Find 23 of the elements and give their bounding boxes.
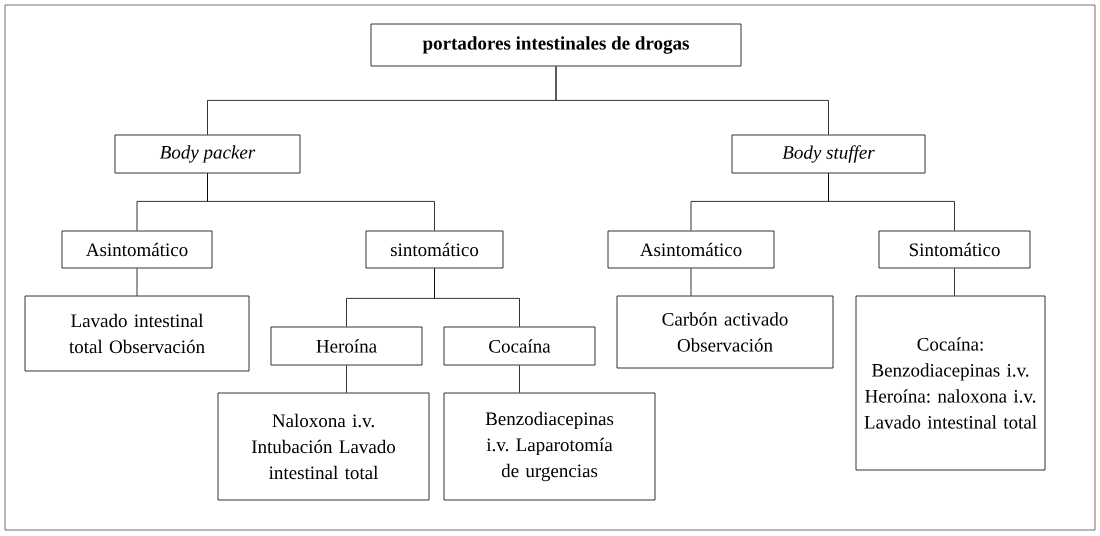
connector bbox=[555, 66, 829, 135]
connector bbox=[828, 173, 955, 231]
connector bbox=[346, 365, 347, 393]
text-box: Sintomático bbox=[878, 230, 1031, 269]
text-box: sintomático bbox=[365, 230, 504, 269]
connector bbox=[136, 268, 138, 296]
text-box: Heroína bbox=[270, 326, 423, 366]
text-box: Asintomático bbox=[607, 230, 775, 269]
connector bbox=[434, 268, 520, 327]
text-box: Body stuffer bbox=[731, 134, 926, 174]
text-box: Cocaína: Benzodiacepinas i.v. Heroína: naloxona i.v. Lavado intestinal total bbox=[855, 295, 1046, 471]
connector bbox=[954, 268, 955, 296]
connector bbox=[207, 173, 435, 231]
text-box: Naloxona i.v. Intubación Lavado intestinal total bbox=[217, 392, 430, 501]
text-box: Cocaína bbox=[443, 326, 596, 366]
text-box: Carbón activado Observación bbox=[616, 295, 834, 369]
connector bbox=[519, 365, 520, 393]
text-box: Asintomático bbox=[61, 230, 213, 269]
text-box: portadores intestinales de drogas bbox=[370, 23, 742, 67]
connector bbox=[690, 268, 692, 296]
text-box: Lavado intestinal total Observación bbox=[24, 295, 250, 372]
text-box: Benzodiacepinas i.v. Laparotomía de urgencias bbox=[443, 392, 656, 501]
text-box: Body packer bbox=[114, 134, 301, 174]
